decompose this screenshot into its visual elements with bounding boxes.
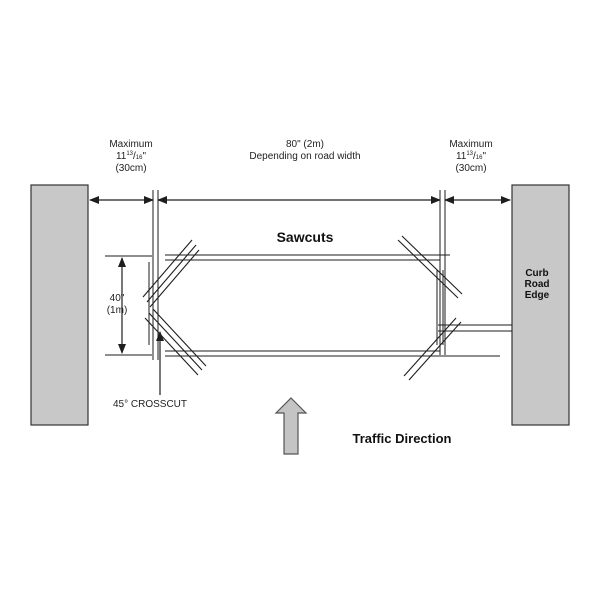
curb-label-line1: Curb <box>525 268 549 279</box>
span-note: Depending on road width <box>249 151 361 162</box>
right-gap-denominator: 16 <box>475 155 483 161</box>
crosscut-label: 45° CROSSCUT <box>112 399 187 410</box>
width-label: 40" (1m) <box>92 293 142 317</box>
traffic-direction-label: Traffic Direction <box>352 431 452 446</box>
left-gap-imperial: 1113/16" <box>115 151 147 162</box>
left-gap-label: Maximum 1113/16" (30cm) <box>88 139 174 175</box>
span-dimension: 80" (2m) <box>285 139 324 150</box>
sawcuts-label: Sawcuts <box>276 229 334 245</box>
left-gap-denominator: 16 <box>135 155 143 161</box>
right-curb-block <box>511 184 570 426</box>
left-gap-metric: (30cm) <box>115 163 147 174</box>
extension-lines <box>105 190 446 360</box>
sawcut-lines <box>165 254 512 357</box>
up-arrow-icon <box>274 397 308 455</box>
dimension-arrows <box>89 196 511 354</box>
left-gap-whole: 11 <box>115 151 127 162</box>
left-gap-inch: " <box>142 151 147 162</box>
right-gap-whole: 11 <box>455 151 467 162</box>
crosscut-lines <box>142 235 463 381</box>
width-metric: (1m) <box>106 305 128 316</box>
right-gap-imperial: 1113/16" <box>455 151 487 162</box>
width-imperial: 40" <box>109 293 125 304</box>
left-gap-numerator: 13 <box>126 151 134 157</box>
curb-label-line2: Road <box>524 279 550 290</box>
curb-label-line3: Edge <box>524 290 550 301</box>
left-gap-maximum: Maximum <box>109 139 153 150</box>
left-curb-block <box>30 184 89 426</box>
curb-road-edge-label: Curb Road Edge <box>512 268 562 301</box>
right-gap-label: Maximum 1113/16" (30cm) <box>428 139 514 175</box>
right-gap-metric: (30cm) <box>455 163 487 174</box>
right-gap-numerator: 13 <box>466 151 474 157</box>
span-label: 80" (2m) Depending on road width <box>230 139 380 163</box>
right-gap-maximum: Maximum <box>449 139 493 150</box>
end-sawcuts <box>148 262 444 345</box>
right-gap-inch: " <box>482 151 487 162</box>
